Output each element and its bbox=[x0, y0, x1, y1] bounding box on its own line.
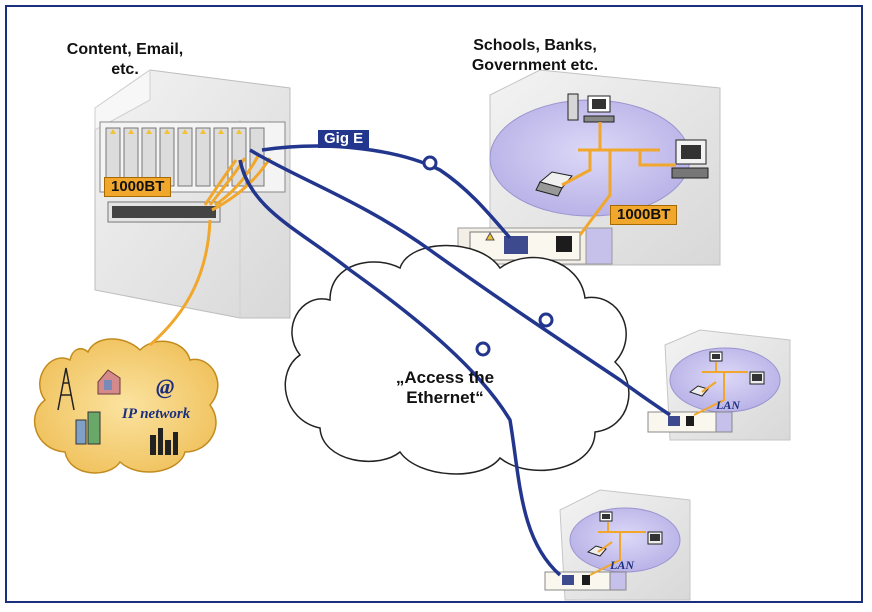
customer-building bbox=[647, 329, 791, 441]
media-converter-icon bbox=[469, 231, 581, 261]
lan-wiring bbox=[693, 362, 748, 416]
ip-network-label: IP network bbox=[122, 406, 191, 422]
building-icon bbox=[97, 369, 121, 395]
bt-tag-right: 1000BT bbox=[610, 205, 678, 225]
city-skyline-icon bbox=[150, 428, 178, 455]
radio-tower-icon bbox=[57, 367, 75, 411]
desktop-computer-icon bbox=[749, 371, 765, 385]
desktop-computer-icon bbox=[599, 511, 613, 522]
bt-tag-left: 1000BT bbox=[104, 177, 172, 197]
lan-label: LAN bbox=[610, 558, 634, 572]
desktop-computer-icon bbox=[709, 351, 723, 362]
fiber-loops bbox=[422, 155, 554, 357]
customer-building bbox=[544, 489, 691, 601]
office-towers-icon bbox=[75, 411, 101, 445]
at-sign-icon: @ bbox=[156, 374, 175, 399]
lan-label: LAN bbox=[716, 398, 740, 412]
access-ethernet-cloud bbox=[284, 244, 630, 475]
content-email-label: Content, Email, etc. bbox=[66, 41, 184, 78]
laptop-icon bbox=[688, 385, 709, 397]
desktop-computer-icon bbox=[647, 531, 663, 545]
desktop-computer-icon bbox=[583, 95, 615, 123]
ethernet-switch-icon bbox=[107, 201, 221, 223]
gig-e-tag: Gig E bbox=[318, 130, 370, 148]
tower-pc-icon bbox=[567, 93, 579, 121]
lan-wiring bbox=[561, 122, 676, 236]
desktop-computer-icon bbox=[671, 139, 709, 179]
lan-wiring bbox=[589, 522, 646, 576]
schools-banks-label: Schools, Banks, Government etc. bbox=[471, 37, 599, 74]
cloud-caption: „Access the Ethernet“ bbox=[395, 368, 495, 407]
